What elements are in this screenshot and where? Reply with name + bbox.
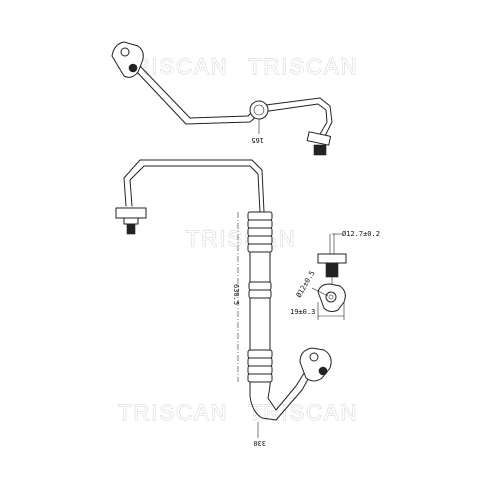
top-middle-clamp [249, 100, 269, 120]
fitting-detail: Ø12.7±0.2 Ø12±0.5 19±0.3 [290, 230, 380, 320]
top-right-nut [313, 144, 327, 156]
top-right-fitting [306, 131, 332, 146]
lower-crimp-sleeve [247, 349, 273, 383]
detail-fitting-body [317, 253, 347, 264]
top-left-nut [128, 63, 138, 73]
detail-flange-hole [325, 291, 337, 303]
watermark-5: TRISCAN [248, 400, 359, 425]
bottom-right-bracket-hole [309, 352, 319, 362]
main-pipe: 630.5 330 [115, 159, 332, 447]
detail-fitting-nut [325, 262, 339, 278]
pipe-diameter-dimension: Ø12.7±0.2 [342, 230, 380, 238]
bottom-right-nut [318, 366, 328, 376]
watermark-4: TRISCAN [118, 400, 229, 425]
bottom-length-dimension: 330 [253, 439, 266, 447]
flange-width-dimension: 19±0.3 [290, 308, 315, 316]
middle-crimp-sleeve [248, 281, 272, 299]
main-length-dimension: 630.5 [232, 284, 240, 305]
watermark-3: TRISCAN [186, 226, 297, 251]
top-length-dimension: 165 [251, 136, 264, 144]
upper-crimp-sleeve [247, 211, 273, 253]
main-left-fitting [115, 207, 147, 219]
main-left-nut [126, 223, 136, 235]
top-pipe: 165 [111, 41, 333, 156]
hole-diameter-dimension: Ø12±0.5 [295, 269, 317, 299]
watermark-2: TRISCAN [248, 54, 359, 79]
top-left-bracket-hole [120, 47, 130, 57]
